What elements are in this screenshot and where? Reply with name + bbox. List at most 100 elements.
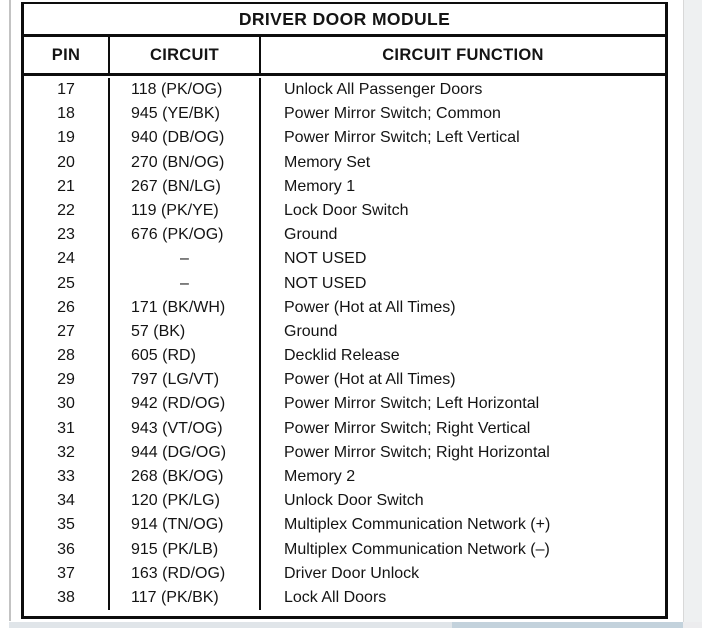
circuit-cell: 120 (PK/LG)	[108, 489, 259, 514]
pin-cell: 31	[57, 419, 75, 437]
circuit-function-cell: Power Mirror Switch; Right Vertical	[259, 416, 665, 441]
circuit-function-cell: Memory 1	[259, 174, 665, 199]
circuit-cell: 268 (BK/OG)	[108, 465, 259, 490]
pin-cell: 17	[57, 81, 75, 98]
table-row: 28 605 (RD) Decklid Release	[24, 344, 665, 369]
pin-cell: 26	[57, 298, 75, 316]
pin-cell: 25	[57, 274, 75, 292]
circuit-function-cell: Decklid Release	[259, 344, 665, 369]
table-row: 34 120 (PK/LG) Unlock Door Switch	[24, 489, 665, 514]
table-header-row: PIN CIRCUIT CIRCUIT FUNCTION	[24, 37, 665, 76]
pin-cell: 38	[57, 588, 75, 606]
circuit-function-cell: Lock All Doors	[259, 585, 665, 611]
circuit-cell: 942 (RD/OG)	[108, 392, 259, 417]
circuit-function-cell: Driver Door Unlock	[259, 561, 665, 586]
table-row: 35 914 (TN/OG) Multiplex Communication N…	[24, 513, 665, 538]
circuit-cell: 119 (PK/YE)	[108, 198, 259, 224]
table-row: 22 119 (PK/YE) Lock Door Switch	[24, 198, 665, 224]
table-row: 29 797 (LG/VT) Power (Hot at All Times)	[24, 368, 665, 393]
table-row: 18 945 (YE/BK) Power Mirror Switch; Comm…	[24, 102, 665, 127]
table-row: 19 940 (DB/OG) Power Mirror Switch; Left…	[24, 126, 665, 151]
table-body: 17 118 (PK/OG) Unlock All Passenger Door…	[24, 76, 665, 616]
table-row: 38 117 (PK/BK) Lock All Doors	[24, 585, 665, 611]
pin-cell: 33	[57, 468, 75, 485]
circuit-cell: 944 (DG/OG)	[108, 440, 259, 465]
pin-cell: 20	[57, 153, 75, 171]
circuit-function-cell: Lock Door Switch	[259, 198, 665, 224]
circuit-cell: 915 (PK/LB)	[108, 537, 259, 562]
table-row: 23 676 (PK/OG) Ground	[24, 223, 665, 248]
pin-cell: 34	[57, 492, 75, 510]
table-title: DRIVER DOOR MODULE	[24, 4, 665, 37]
pin-cell: 19	[57, 129, 75, 147]
table-row: 26 171 (BK/WH) Power (Hot at All Times)	[24, 295, 665, 320]
scrollbar-corner	[683, 622, 702, 628]
circuit-cell: 117 (PK/BK)	[108, 585, 259, 611]
pin-cell: 21	[57, 177, 75, 195]
circuit-function-cell: Power Mirror Switch; Left Horizontal	[259, 392, 665, 417]
circuit-cell: 676 (PK/OG)	[108, 223, 259, 248]
table-row: 20 270 (BN/OG) Memory Set	[24, 150, 665, 175]
horizontal-scrollbar-thumb[interactable]	[452, 622, 683, 628]
circuit-cell: 270 (BN/OG)	[108, 150, 259, 175]
column-header-circuit: CIRCUIT	[108, 37, 259, 73]
circuit-cell: 605 (RD)	[108, 344, 259, 369]
right-page-margin	[683, 0, 702, 628]
table-row: 32 944 (DG/OG) Power Mirror Switch; Righ…	[24, 440, 665, 465]
pin-cell: 30	[57, 395, 75, 413]
circuit-function-cell: Unlock All Passenger Doors	[259, 78, 665, 103]
circuit-cell: 267 (BN/LG)	[108, 174, 259, 199]
circuit-cell: –	[108, 271, 259, 296]
pin-cell: 29	[57, 371, 75, 389]
circuit-function-cell: Power Mirror Switch; Left Vertical	[259, 126, 665, 151]
table-row: 33 268 (BK/OG) Memory 2	[24, 465, 665, 490]
circuit-cell: 797 (LG/VT)	[108, 368, 259, 393]
table-row: 27 57 (BK) Ground	[24, 319, 665, 345]
circuit-cell: 163 (RD/OG)	[108, 561, 259, 586]
circuit-function-cell: Multiplex Communication Network (+)	[259, 513, 665, 538]
table-row: 37 163 (RD/OG) Driver Door Unlock	[24, 561, 665, 586]
circuit-function-cell: Memory Set	[259, 150, 665, 175]
pin-cell: 37	[57, 564, 75, 582]
circuit-function-cell: NOT USED	[259, 247, 665, 272]
pin-cell: 32	[57, 443, 75, 461]
pin-cell: 23	[57, 226, 75, 244]
circuit-function-cell: Ground	[259, 319, 665, 345]
circuit-function-cell: Unlock Door Switch	[259, 489, 665, 514]
circuit-function-cell: Memory 2	[259, 465, 665, 490]
circuit-cell: 57 (BK)	[108, 319, 259, 345]
circuit-cell: 171 (BK/WH)	[108, 295, 259, 320]
circuit-function-cell: NOT USED	[259, 271, 665, 296]
circuit-function-cell: Multiplex Communication Network (–)	[259, 537, 665, 562]
circuit-cell: 914 (TN/OG)	[108, 513, 259, 538]
circuit-function-cell: Ground	[259, 223, 665, 248]
circuit-function-cell: Power (Hot at All Times)	[259, 368, 665, 393]
page-fold-line	[9, 0, 11, 621]
pin-cell: 18	[57, 105, 75, 123]
circuit-cell: 945 (YE/BK)	[108, 102, 259, 127]
pin-cell: 35	[57, 516, 75, 534]
column-header-pin: PIN	[51, 46, 81, 64]
table-row: 25 – NOT USED	[24, 271, 665, 296]
table-row: 24 – NOT USED	[24, 247, 665, 272]
circuit-cell: –	[108, 247, 259, 272]
table-row: 21 267 (BN/LG) Memory 1	[24, 174, 665, 199]
column-header-circuit-function: CIRCUIT FUNCTION	[259, 37, 665, 73]
table-row: 30 942 (RD/OG) Power Mirror Switch; Left…	[24, 392, 665, 417]
pin-cell: 27	[57, 322, 75, 340]
circuit-function-cell: Power Mirror Switch; Common	[259, 102, 665, 127]
pin-cell: 36	[57, 540, 75, 558]
pin-cell: 22	[57, 201, 75, 219]
horizontal-scrollbar-track[interactable]	[9, 622, 683, 628]
pin-cell: 24	[57, 250, 75, 268]
circuit-function-cell: Power (Hot at All Times)	[259, 295, 665, 320]
circuit-cell: 118 (PK/OG)	[108, 78, 259, 103]
circuit-cell: 940 (DB/OG)	[108, 126, 259, 151]
table-row: 31 943 (VT/OG) Power Mirror Switch; Righ…	[24, 416, 665, 441]
circuit-function-cell: Power Mirror Switch; Right Horizontal	[259, 440, 665, 465]
table-row: 17 118 (PK/OG) Unlock All Passenger Door…	[24, 78, 665, 103]
driver-door-module-table: DRIVER DOOR MODULE PIN CIRCUIT CIRCUIT F…	[21, 2, 668, 620]
table-row: 36 915 (PK/LB) Multiplex Communication N…	[24, 537, 665, 562]
pin-cell: 28	[57, 347, 75, 365]
